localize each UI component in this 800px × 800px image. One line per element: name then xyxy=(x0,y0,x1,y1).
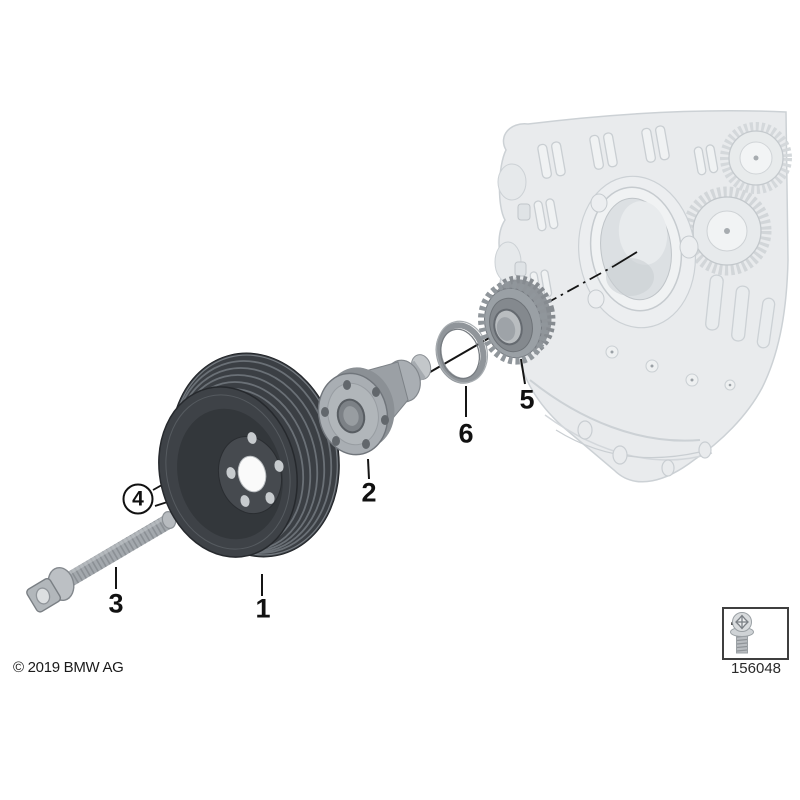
engine-block-illustration xyxy=(494,110,792,483)
hub-bolt-holes xyxy=(321,380,389,449)
hub-illustration xyxy=(317,354,432,456)
callout-label-2[interactable]: 2 xyxy=(361,477,377,508)
flange-bolt-icon xyxy=(730,612,754,654)
belt-pulley-illustration xyxy=(158,352,340,558)
callout-label-5[interactable]: 5 xyxy=(519,384,535,415)
copyright-text: © 2019 BMW AG xyxy=(13,659,124,676)
callout-circle-4[interactable]: 4 xyxy=(122,483,154,515)
callout-label-3[interactable]: 3 xyxy=(108,588,124,619)
callout-label-1[interactable]: 1 xyxy=(255,593,271,624)
pulley-bolt-holes xyxy=(226,432,284,507)
leader-line-engine-tip xyxy=(613,251,638,267)
legend-part-number[interactable]: 156048 xyxy=(730,660,782,677)
stem-2 xyxy=(367,458,370,480)
stem-5 xyxy=(520,358,526,385)
o-ring-illustration xyxy=(435,320,488,384)
camshaft-gear-upper-icon xyxy=(720,122,792,194)
legend-box[interactable]: 4 xyxy=(722,607,789,660)
callout-circle-4-label: 4 xyxy=(132,487,144,510)
callout-label-6[interactable]: 6 xyxy=(458,418,474,449)
central-bolt-illustration xyxy=(26,511,177,613)
sprocket-illustration xyxy=(478,275,556,365)
